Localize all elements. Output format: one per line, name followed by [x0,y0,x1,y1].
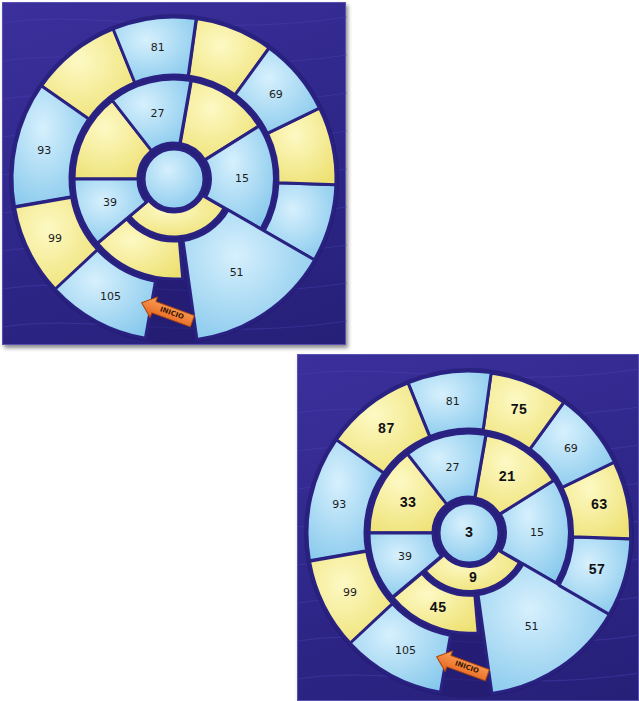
space-number: 105 [100,290,121,301]
space-number: 15 [530,526,544,537]
number-space: 93 [9,85,91,210]
arrow-body [138,292,196,331]
number-space: 93 [304,439,386,564]
number-space: 81 [110,14,199,86]
spiral-segment [205,126,274,229]
space-number: 51 [230,266,244,277]
space-number: 105 [395,644,416,655]
space-number: 81 [446,395,460,406]
spiral-segment [439,503,499,563]
space-number: 9 [469,571,477,585]
space-number: 69 [269,88,283,99]
game-board: 39152127333945515763697581879399105INICI… [297,354,639,701]
spiral-segment [483,373,564,449]
space-number: 3 [465,526,473,540]
space-number: 39 [398,551,412,562]
game-board: 1527395169819399105INICIO [2,2,346,345]
space-number: 45 [430,601,447,615]
number-space: 51 [180,207,318,342]
spiral-segment [56,250,156,339]
number-space: 75 [480,370,567,452]
space-number: 75 [510,403,527,417]
space-number: 99 [48,233,62,244]
space-number: 15 [235,172,249,183]
number-space: 105 [349,602,453,695]
spiral-segment [559,537,631,614]
space-number: 63 [591,498,608,512]
space-outline [180,207,318,342]
space-number: 99 [343,587,357,598]
spiral-shadow [304,368,634,698]
space-number: 39 [103,197,117,208]
space-number: 69 [564,442,578,453]
spiral-shadow [9,14,339,344]
spiral-segment [307,440,384,561]
spiral-segment [144,149,204,209]
arrow-body [433,646,491,685]
space-number: 93 [37,145,51,156]
spiral-segment [235,48,319,133]
number-space: 57 [556,534,634,617]
space-number: 57 [588,563,605,577]
spiral-segment [351,604,451,693]
number-space: 69 [232,45,322,136]
spiral-segment [113,17,196,83]
space-number: 93 [332,499,346,510]
spiral-segment [183,210,315,339]
spiral-segment [112,79,191,151]
space-number: 51 [525,620,539,631]
number-space: 105 [54,248,158,341]
space-number: 27 [151,108,165,119]
number-space: 27 [109,76,194,154]
space-number: 81 [151,41,165,52]
space-number: 27 [446,462,460,473]
space-number: 33 [399,496,416,510]
space-number: 87 [378,422,395,436]
space-number: 21 [499,470,516,484]
spiral-segment [12,86,89,207]
